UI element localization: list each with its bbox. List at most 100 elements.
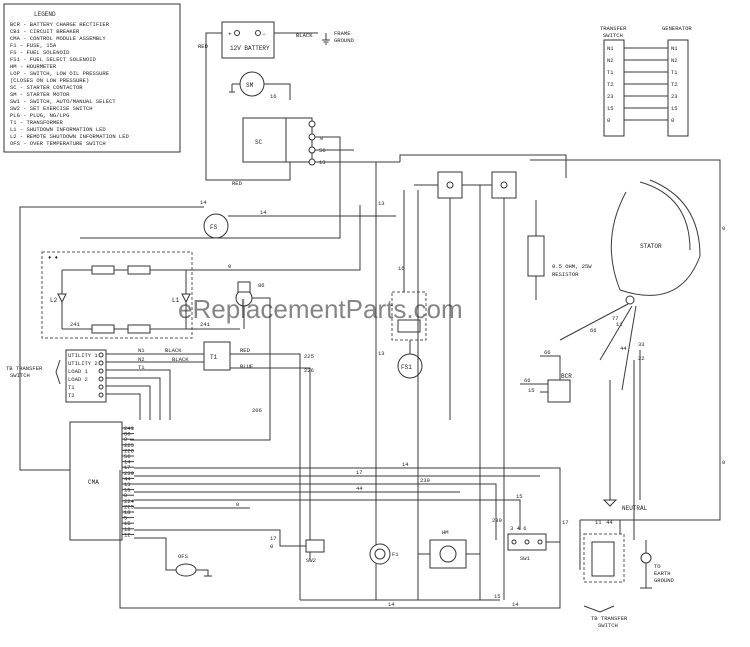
- svg-text:15: 15: [516, 493, 523, 500]
- svg-text:33: 33: [638, 341, 645, 348]
- svg-text:206: 206: [252, 407, 262, 414]
- auto-manual-switch: 3 4 6 SW1: [507, 525, 547, 562]
- battery-label: 12V BATTERY: [230, 45, 270, 52]
- tb-bottom-line2: SWITCH: [598, 622, 618, 629]
- svg-text:14: 14: [200, 199, 207, 206]
- transfer-col2: GENERATOR: [662, 25, 692, 32]
- resistor-label-2: RESISTOR: [552, 271, 579, 278]
- legend-entry: (CLOSES ON LOW PRESSURE): [10, 77, 89, 84]
- svg-text:T1: T1: [138, 364, 145, 371]
- svg-text:239: 239: [420, 477, 430, 484]
- fuse-f1: F1: [369, 543, 399, 565]
- sw2-label: SW2: [306, 557, 316, 564]
- neutral-label: NEUTRAL: [622, 505, 648, 512]
- svg-text:0: 0: [722, 225, 725, 232]
- tb-terminal-screw: [98, 376, 104, 382]
- svg-text:66: 66: [524, 377, 531, 384]
- svg-text:11: 11: [595, 519, 602, 526]
- stator-label: STATOR: [640, 243, 662, 250]
- f1-label: F1: [392, 551, 399, 558]
- svg-text:86: 86: [258, 282, 265, 289]
- resistor: 0.5 OHM, 25W RESISTOR: [527, 235, 592, 278]
- fuel-solenoid: FS: [203, 213, 229, 239]
- tb-terminal-label: T2: [68, 392, 75, 399]
- tb-terminal-screw: [98, 360, 104, 366]
- wire-color-blue-t1: BLUE: [240, 363, 254, 370]
- circuit-breaker-1: [437, 171, 463, 199]
- plg-box: [391, 291, 427, 341]
- sw1-label: SW1: [520, 555, 531, 562]
- earth-line3: GROUND: [654, 577, 675, 584]
- transfer-row-right: T2: [671, 81, 678, 88]
- svg-text:15: 15: [494, 593, 501, 600]
- starter-motor: SM: [239, 71, 265, 97]
- transfer-row-left: 0: [607, 117, 610, 124]
- transfer-row-right: 0: [671, 117, 674, 124]
- starter-contactor: SC: [242, 117, 316, 166]
- legend-entry: BCR - BATTERY CHARGE RECTIFIER: [10, 21, 110, 28]
- ofs-label: OFS: [178, 553, 189, 560]
- tb-terminal-screw: [98, 392, 104, 398]
- l2-label: L2: [50, 297, 58, 304]
- frame-ground-line1: FRAME: [334, 30, 351, 37]
- svg-text:0: 0: [236, 501, 239, 508]
- svg-text:22: 22: [638, 355, 645, 362]
- svg-text:44: 44: [606, 519, 613, 526]
- transfer-row-left: 15: [607, 105, 614, 112]
- legend-entry: L2 - REMOTE SHUTDOWN INFORMATION LED: [10, 133, 130, 140]
- svg-text:0: 0: [270, 543, 273, 550]
- circuit-breaker-2: [491, 171, 517, 199]
- legend-entry: SW2 - SET EXERCISE SWITCH: [10, 105, 93, 112]
- over-temperature-switch: OFS: [175, 553, 197, 577]
- svg-text:77: 77: [612, 315, 619, 322]
- bcr-label: BCR: [561, 373, 572, 380]
- svg-text:241: 241: [70, 321, 81, 328]
- legend-entry: FS1 - FUEL SELECT SOLENOID: [10, 56, 97, 63]
- tb-terminal-label: LOAD 1: [68, 368, 89, 375]
- bcr: BCR: [547, 373, 572, 403]
- battery: + − 12V BATTERY: [221, 21, 275, 59]
- legend-entry: CB1 - CIRCUIT BREAKER: [10, 28, 80, 35]
- svg-text:0: 0: [722, 459, 725, 466]
- transfer-row-left: N1: [607, 45, 614, 52]
- svg-text:17: 17: [270, 535, 277, 542]
- transformer-t1: T1: [203, 341, 231, 371]
- svg-text:16: 16: [270, 93, 277, 100]
- legend-entry: SC - STARTER CONTACTOR: [10, 84, 83, 91]
- svg-text:0: 0: [228, 263, 231, 270]
- tb-terminal-screw: [98, 352, 104, 358]
- svg-text:17: 17: [356, 469, 363, 476]
- svg-text:241: 241: [200, 321, 211, 328]
- earth-ground: TO EARTH GROUND: [640, 540, 675, 589]
- svg-text:44: 44: [620, 345, 627, 352]
- stator: STATOR: [610, 179, 701, 305]
- transfer-row-right: N2: [671, 57, 678, 64]
- svg-text:0: 0: [320, 135, 323, 142]
- battery-minus: −: [262, 31, 266, 38]
- transfer-row-right: T1: [671, 69, 678, 76]
- svg-text:N2: N2: [138, 356, 145, 363]
- led-panel: ♦ ♦ L2 L1: [41, 251, 193, 339]
- legend-entry: LOP - SWITCH, LOW OIL PRESSURE: [10, 70, 110, 77]
- svg-text:66: 66: [544, 349, 551, 356]
- svg-text:14: 14: [402, 461, 409, 468]
- legend-entry: FS - FUEL SOLENOID: [10, 49, 70, 56]
- battery-plus: +: [228, 31, 232, 38]
- l1-label: L1: [172, 297, 180, 304]
- transfer-row-right: N1: [671, 45, 678, 52]
- legend-title: LEGEND: [34, 11, 56, 18]
- earth-line2: EARTH: [654, 570, 671, 577]
- legend-entry: CMA - CONTROL MODULE ASSEMBLY: [10, 35, 106, 42]
- control-module-assembly: CMA 241860225226561417239441315022422518…: [69, 421, 135, 541]
- fs1-label: FS1: [401, 364, 412, 371]
- tb-terminal-label: UTILITY 2: [68, 360, 98, 367]
- svg-text:N1: N1: [138, 347, 145, 354]
- legend-entry: F1 - FUSE, 15A: [10, 42, 57, 49]
- sc-label: SC: [255, 139, 263, 146]
- wire-color-red-contactor: RED: [232, 180, 243, 187]
- legend-entry: SW1 - SWITCH, AUTO/MANUAL SELECT: [10, 98, 116, 105]
